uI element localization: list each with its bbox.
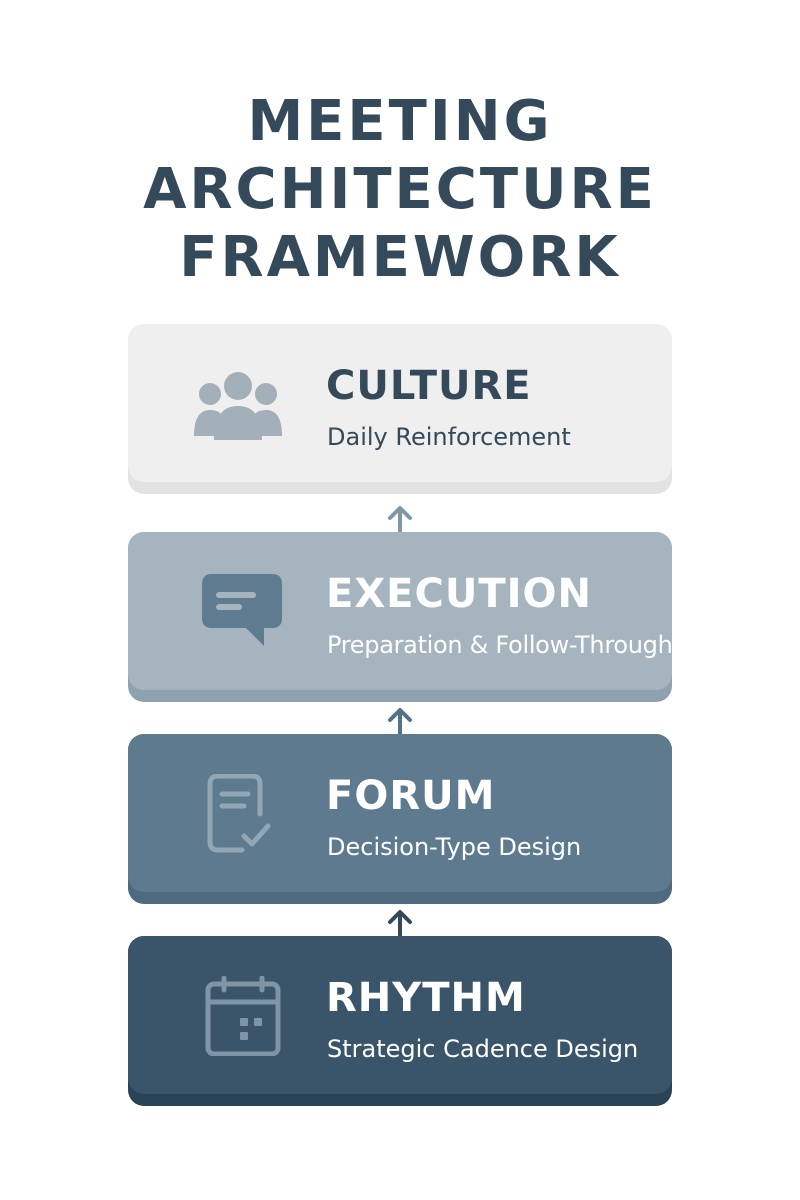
document-check-icon [207,774,271,853]
arrow-up-icon [388,910,412,938]
arrow-up-icon [388,708,412,736]
layer-culture-subtitle: Daily Reinforcement [327,423,571,451]
layer-forum: FORUM Decision-Type Design [128,734,672,904]
title-line-2: ARCHITECTURE [143,157,657,222]
page-title: MEETING ARCHITECTURE FRAMEWORK [0,88,800,292]
chat-bubble-icon [202,574,282,646]
layer-forum-face [128,734,672,892]
layer-culture-face [128,324,672,482]
calendar-icon [205,976,281,1056]
layer-rhythm: RHYTHM Strategic Cadence Design [128,936,672,1106]
title-line-1: MEETING [247,89,553,154]
layer-rhythm-face [128,936,672,1094]
layer-rhythm-title: RHYTHM [326,975,526,1021]
layer-culture: CULTURE Daily Reinforcement [128,324,672,494]
title-line-3: FRAMEWORK [179,225,621,290]
arrow-up-icon [388,506,412,534]
layer-culture-title: CULTURE [326,363,532,409]
layer-forum-subtitle: Decision-Type Design [327,833,582,861]
layer-rhythm-subtitle: Strategic Cadence Design [327,1035,639,1063]
people-group-icon [194,372,282,440]
layer-execution: EXECUTION Preparation & Follow-Through [128,532,673,702]
layer-execution-subtitle: Preparation & Follow-Through [327,631,673,659]
layer-forum-title: FORUM [326,773,496,819]
layer-execution-title: EXECUTION [326,571,592,617]
